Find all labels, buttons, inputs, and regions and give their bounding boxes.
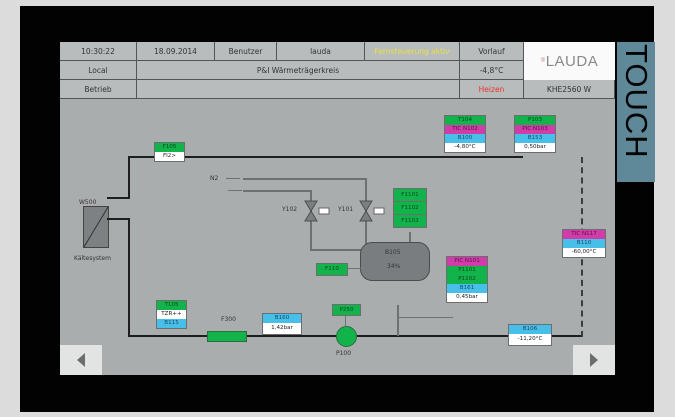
tag-controller: TIC N102 <box>445 125 485 134</box>
tank-level: 34% <box>387 263 401 270</box>
message-area <box>137 80 460 99</box>
n2-line-lower <box>243 190 311 192</box>
state-display: Betrieb <box>60 80 137 99</box>
pressure-tap-line <box>397 317 453 318</box>
tag-id: T105 <box>157 301 186 310</box>
tag-t110[interactable]: TIC N117 B110 -60,00°C <box>562 229 606 258</box>
n2-in-arrow <box>226 178 240 179</box>
prev-page-button[interactable] <box>60 345 102 375</box>
f110-stem <box>348 268 361 269</box>
tag-sensor: B153 <box>515 134 555 143</box>
pipe-return-left <box>128 218 130 336</box>
tag-value: TZR++ <box>157 310 186 319</box>
tag-id: F110 <box>317 264 347 275</box>
n2-line-upper <box>243 178 366 180</box>
pipe-supply-top <box>128 156 523 158</box>
date-display: 18.09.2014 <box>137 42 215 61</box>
tag-id: P103 <box>515 116 555 125</box>
tag-value: -60,00°C <box>563 248 605 257</box>
tag-sensor: B106 <box>509 325 551 334</box>
hmi-screen: 10:30:22 18.09.2014 Benutzer lauda Ferns… <box>60 42 615 375</box>
cooling-system-label: Kältesystem <box>74 255 111 262</box>
heat-exchanger-w500[interactable] <box>83 206 109 248</box>
user-name[interactable]: lauda <box>277 42 365 61</box>
tag-sensor: B160 <box>263 314 301 323</box>
tag-b106[interactable]: B106 -11,20°C <box>508 324 552 346</box>
tag-controller: TIC N117 <box>563 230 605 239</box>
time-display: 10:30:22 <box>60 42 137 61</box>
logo-text: LAUDA <box>545 52 599 70</box>
tag-t105[interactable]: T105 TZR++ B115 <box>156 300 187 329</box>
tag-value: FI2> <box>155 152 184 161</box>
heat-exchanger-label: W500 <box>79 199 97 206</box>
lauda-logo: ®LAUDA <box>524 42 615 80</box>
tag-value: 0,45bar <box>447 293 487 302</box>
tag-f110[interactable]: F110 <box>316 263 348 276</box>
hx-inlet <box>107 218 130 220</box>
tag-id: P250 <box>333 305 360 315</box>
mode-display: Local <box>60 61 137 80</box>
n2-out-arrow <box>228 190 242 191</box>
heating-status: Heizen <box>460 80 524 99</box>
heat-exchanger-diagonal-icon <box>84 207 108 247</box>
tag-sensor: B115 <box>157 319 186 328</box>
tag-tank-switches[interactable]: F1101 F1102 F1103 <box>393 188 427 228</box>
tag-f105[interactable]: F105 FI2> <box>154 142 185 162</box>
arrow-left-icon <box>77 353 85 367</box>
flow-temperature: -4,8°C <box>460 61 524 80</box>
touch-brand-strip: TOUCH <box>617 42 655 182</box>
tag-controller: PIC N101 <box>447 257 487 266</box>
tank-label: B105 <box>385 249 401 256</box>
tag-controller: PIC N103 <box>515 125 555 134</box>
tag-sensor: B100 <box>445 134 485 143</box>
pump-label: P100 <box>336 350 352 357</box>
n2-to-tank <box>310 249 375 251</box>
tag-id: F105 <box>155 143 184 152</box>
user-label: Benutzer <box>215 42 277 61</box>
tank-drain <box>397 305 399 336</box>
n2-label: N2 <box>210 175 219 182</box>
filter-label: F300 <box>221 316 236 323</box>
tag-sensor: B110 <box>563 239 605 248</box>
page-title: P&I Wärmeträgerkreis <box>137 61 460 80</box>
remote-control-status: Fernsteuerung aktiv <box>365 42 460 61</box>
tag-value: -4,80°C <box>445 143 485 152</box>
tag-switch: F1101 <box>394 189 426 202</box>
flow-label: Vorlauf <box>460 42 524 61</box>
tag-value: -11,20°C <box>509 334 551 345</box>
valve-y102-icon[interactable] <box>303 200 331 222</box>
pump-p100[interactable] <box>336 326 357 347</box>
tag-sensor: B161 <box>447 284 487 293</box>
model-display: KHE2560 W <box>524 80 615 99</box>
pipe-supply-left <box>128 156 130 198</box>
arrow-right-icon <box>590 353 598 367</box>
touch-brand-text: TOUCH <box>619 44 654 159</box>
tag-value: 1,42bar <box>263 323 301 334</box>
status-header: 10:30:22 18.09.2014 Benutzer lauda Ferns… <box>60 42 615 99</box>
valve-y101-label: Y101 <box>338 206 354 213</box>
tag-b160[interactable]: B160 1,42bar <box>262 313 302 335</box>
next-page-button[interactable] <box>573 345 615 375</box>
filter-f300[interactable] <box>207 331 247 342</box>
tag-id: T104 <box>445 116 485 125</box>
valve-y102-label: Y102 <box>282 206 298 213</box>
hx-outlet <box>107 197 130 199</box>
tag-p103[interactable]: P103 PIC N103 B153 0,50bar <box>514 115 556 153</box>
tag-switch: F1102 <box>394 202 426 215</box>
tag-p250[interactable]: P250 <box>332 304 361 316</box>
expansion-tank-b105[interactable]: B105 34% <box>360 242 430 281</box>
valve-y101-icon[interactable] <box>358 200 386 222</box>
tag-t104[interactable]: T104 TIC N102 B100 -4,80°C <box>444 115 486 153</box>
tag-switch: F1103 <box>394 215 426 227</box>
tag-value: 0,50bar <box>515 143 555 152</box>
tag-switch: P1102 <box>447 275 487 284</box>
pump-tag-stem <box>345 314 346 326</box>
tag-switch: P1101 <box>447 266 487 275</box>
tag-pressure-b161[interactable]: PIC N101 P1101 P1102 B161 0,45bar <box>446 256 488 303</box>
